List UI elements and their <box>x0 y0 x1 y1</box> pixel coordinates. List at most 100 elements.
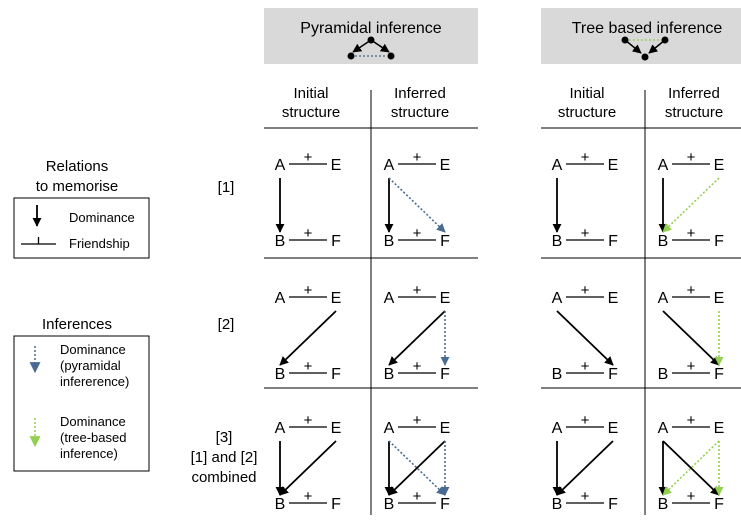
tree-icon <box>621 36 669 61</box>
node-e: E <box>440 290 451 307</box>
node-e: E <box>331 420 342 437</box>
friendship-plus-bf: + <box>687 225 696 242</box>
node-a: A <box>384 420 395 437</box>
cell-r1_tree_inf: A E B F + + <box>658 149 725 250</box>
friendship-plus-bf: + <box>304 488 313 505</box>
node-f: F <box>714 233 724 250</box>
node-b: B <box>275 496 286 513</box>
friendship-plus-bf: + <box>581 488 590 505</box>
col-tree-initial-line2: structure <box>558 104 616 121</box>
node-e: E <box>608 290 619 307</box>
tree-header-title: Tree based inference <box>572 20 723 37</box>
row-label-3-line2: [1] and [2] <box>191 449 258 466</box>
dominance-arrow-a-f <box>662 310 720 366</box>
row-label-2: [2] <box>218 316 235 333</box>
node-b: B <box>552 496 563 513</box>
friendship-plus-ae: + <box>304 282 313 299</box>
dominance-arrow-a-f <box>556 310 614 366</box>
node-b: B <box>658 496 669 513</box>
friendship-plus-bf: + <box>413 358 422 375</box>
node-e: E <box>608 420 619 437</box>
node-e: E <box>714 157 725 174</box>
node-e: E <box>331 290 342 307</box>
dominance-arrow-e-b <box>279 440 337 496</box>
col-tree-inferred-line1: Inferred <box>668 85 720 102</box>
friendship-plus-bf: + <box>304 225 313 242</box>
node-a: A <box>552 420 563 437</box>
node-a: A <box>552 290 563 307</box>
friendship-plus-bf: + <box>581 358 590 375</box>
friendship-plus-bf: + <box>581 225 590 242</box>
friendship-plus-bf: + <box>687 358 696 375</box>
dominance-arrow-a-f <box>662 440 720 496</box>
pyr-inferred-arrow-a-f <box>388 177 446 233</box>
node-e: E <box>608 157 619 174</box>
col-pyr-inferred-line1: Inferred <box>394 85 446 102</box>
friendship-plus-ae: + <box>687 149 696 166</box>
friendship-plus-ae: + <box>581 282 590 299</box>
pyramidal-legend-line1: Dominance <box>60 342 126 357</box>
friendship-plus-ae: + <box>687 412 696 429</box>
pyramidal-icon <box>347 36 395 60</box>
tree-legend-line2: (tree-based <box>60 430 126 445</box>
friendship-plus-ae: + <box>581 412 590 429</box>
friendship-plus-ae: + <box>304 412 313 429</box>
node-a: A <box>658 157 669 174</box>
node-f: F <box>440 496 450 513</box>
row-label-3-line3: combined <box>191 469 256 486</box>
tree-inferred-arrow-e-b <box>662 177 720 233</box>
col-pyr-initial-line1: Initial <box>293 85 328 102</box>
pyramidal-header-title: Pyramidal inference <box>300 20 442 37</box>
relations-title-line1: Relations <box>46 158 109 175</box>
node-e: E <box>331 157 342 174</box>
dominance-arrow-e-b <box>279 310 337 366</box>
tree-legend-line1: Dominance <box>60 414 126 429</box>
dominance-arrow-e-b <box>388 310 446 366</box>
pyramidal-legend-line2: (pyramidal <box>60 358 121 373</box>
friendship-plus-bf: + <box>413 488 422 505</box>
node-a: A <box>275 420 286 437</box>
node-e: E <box>440 420 451 437</box>
friendship-plus-bf: + <box>687 488 696 505</box>
pyramidal-header-box <box>264 8 478 64</box>
pyr-inferred-arrow-a-f <box>388 440 446 496</box>
dominance-legend-label: Dominance <box>69 210 135 225</box>
node-f: F <box>440 233 450 250</box>
tree-legend-line3: inference) <box>60 446 118 461</box>
node-a: A <box>658 290 669 307</box>
friendship-plus-ae: + <box>413 412 422 429</box>
node-b: B <box>552 233 563 250</box>
node-a: A <box>658 420 669 437</box>
friendship-plus-bf: + <box>304 358 313 375</box>
row-label-1: [1] <box>218 179 235 196</box>
node-f: F <box>331 496 341 513</box>
friendship-plus-ae: + <box>581 149 590 166</box>
friendship-plus-ae: + <box>413 282 422 299</box>
pyramidal-legend-line3: infererence) <box>60 374 129 389</box>
tree-inferred-arrow-e-b <box>662 440 720 496</box>
node-a: A <box>384 157 395 174</box>
row-label-3-line1: [3] <box>216 429 233 446</box>
col-pyr-inferred-line2: structure <box>391 104 449 121</box>
node-b: B <box>658 233 669 250</box>
node-f: F <box>608 233 618 250</box>
node-b: B <box>552 366 563 383</box>
node-f: F <box>608 496 618 513</box>
dominance-arrow-e-b <box>556 440 614 496</box>
friendship-plus-ae: + <box>413 149 422 166</box>
node-f: F <box>440 366 450 383</box>
node-e: E <box>714 290 725 307</box>
friendship-plus-ae: + <box>687 282 696 299</box>
relations-title-line2: to memorise <box>36 178 119 195</box>
cell-r3_tree_init: A E B F + + <box>552 412 619 513</box>
